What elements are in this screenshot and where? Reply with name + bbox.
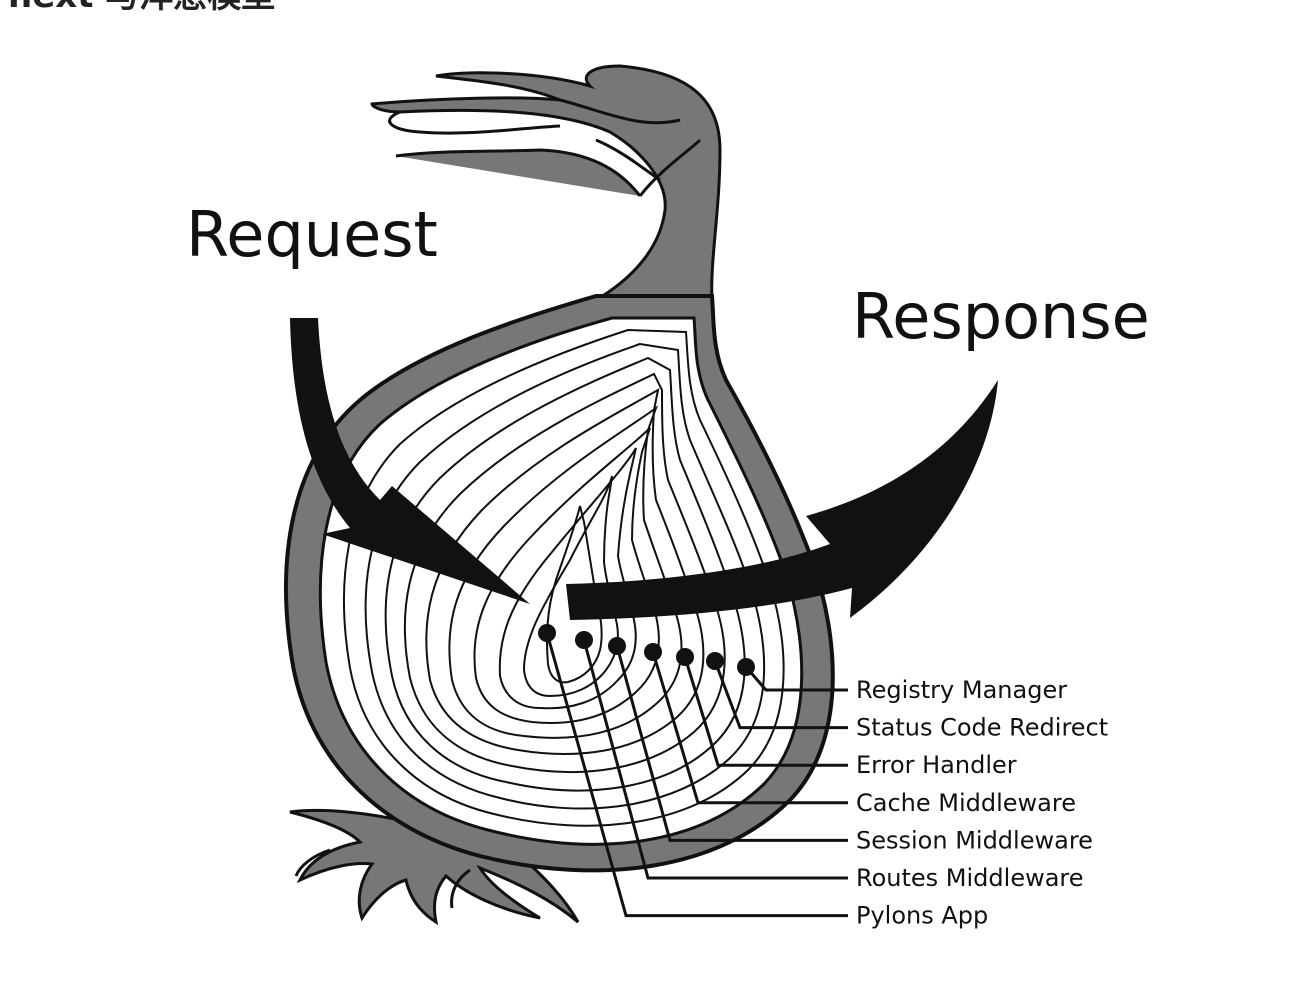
layer-dot (608, 637, 626, 655)
layer-dot (737, 658, 755, 676)
layer-label: Routes Middleware (856, 864, 1084, 892)
request-label: Request (186, 198, 438, 271)
layer-dot (676, 648, 694, 666)
onion-stem (370, 64, 722, 302)
page-heading: next 与洋葱模型 (8, 0, 275, 16)
layer-dot (575, 631, 593, 649)
leader-line (744, 666, 848, 692)
leader-line (651, 651, 848, 805)
layer-label: Pylons App (856, 902, 988, 930)
layer-label: Registry Manager (856, 676, 1067, 704)
layer-label: Error Handler (856, 751, 1017, 779)
layer-dot (644, 643, 662, 661)
onion-rings (343, 328, 785, 827)
layer-dot (538, 624, 556, 642)
leader-line (582, 639, 848, 880)
layer-label: Session Middleware (856, 826, 1093, 854)
leader-line (713, 660, 848, 730)
request-arrow (290, 318, 530, 604)
response-arrow (566, 380, 998, 620)
response-label: Response (852, 280, 1150, 353)
onion-roots (289, 808, 580, 926)
leader-line (615, 645, 848, 842)
leader-line (683, 656, 848, 767)
leader-line (545, 632, 848, 918)
layer-label: Status Code Redirect (856, 714, 1108, 742)
layer-dot (706, 652, 724, 670)
layer-label: Cache Middleware (856, 789, 1076, 817)
